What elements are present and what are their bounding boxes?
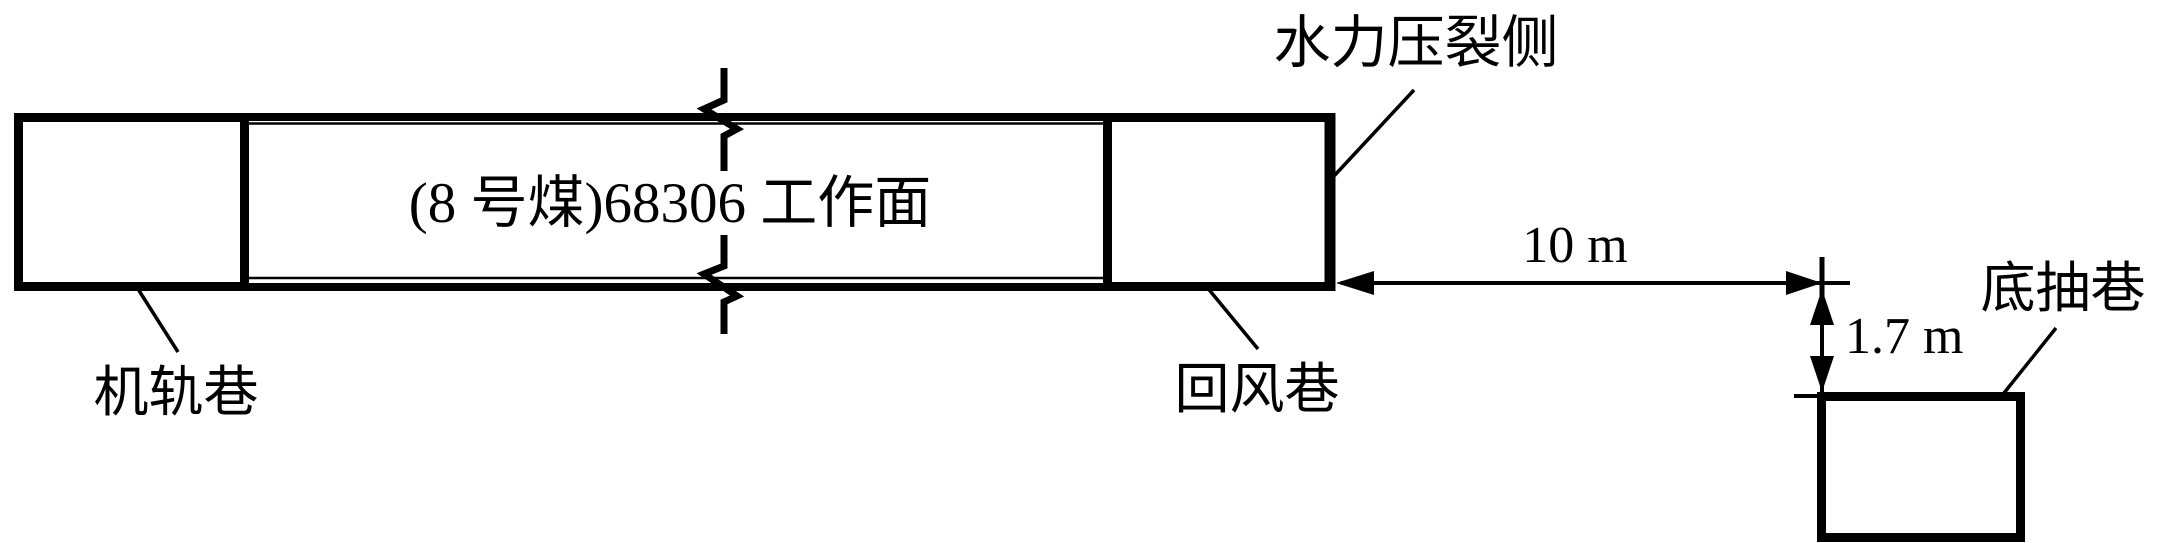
working-face-label: (8 号煤)68306 工作面: [409, 172, 931, 235]
break-line-top: [696, 68, 745, 171]
horizontal-dimension-10m: [1336, 257, 1850, 309]
hydraulic-fracturing-leader-line: [1332, 88, 1416, 178]
floor-drainage-roadway-label: 底抽巷: [1980, 258, 2145, 319]
dim-10m-left-arrowhead: [1336, 271, 1374, 295]
dim-10m-right-arrowhead: [1786, 271, 1822, 295]
floor-drainage-leader-line: [2002, 326, 2058, 395]
floor-drainage-roadway-rect: [1817, 392, 2025, 542]
rail-roadway-leader-line: [136, 288, 180, 353]
hydraulic-fracturing-side-label: 水力压裂侧: [1274, 12, 1559, 75]
dimension-1-7m-label: 1.7 m: [1845, 308, 1963, 365]
working-face-strip: [244, 113, 1110, 291]
rail-roadway-rect: [14, 113, 249, 291]
dimension-10m-label: 10 m: [1522, 217, 1627, 274]
dim-17m-down-arrowhead: [1810, 356, 1834, 392]
return-airway-rect: [1103, 113, 1334, 291]
dim-17m-up-arrowhead: [1810, 289, 1834, 325]
return-airway-label: 回风巷: [1174, 359, 1339, 420]
rail-roadway-label: 机轨巷: [93, 362, 258, 423]
vertical-dimension-1-7m: [1794, 283, 1834, 398]
return-airway-leader-line: [1204, 284, 1260, 351]
break-line-bottom: [696, 235, 745, 334]
